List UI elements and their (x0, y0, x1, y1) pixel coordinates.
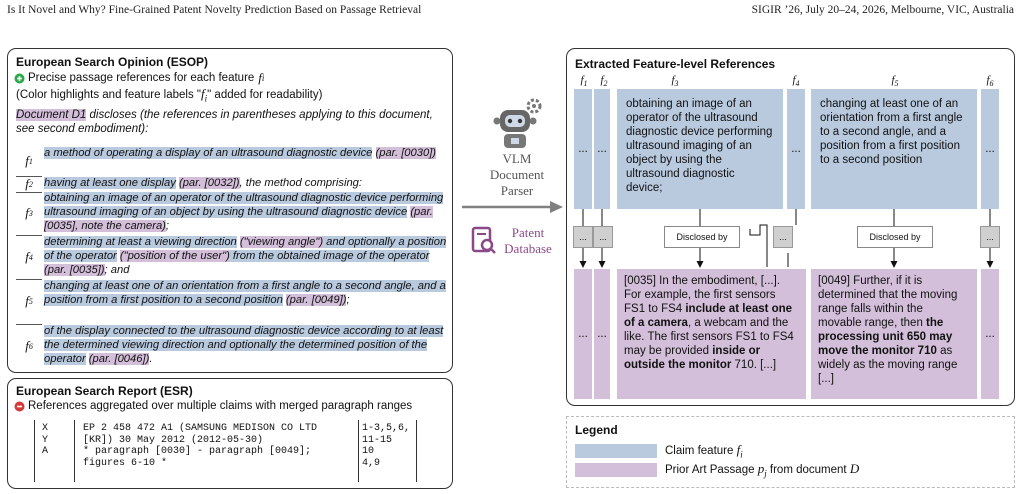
esop-note: (Color highlights and feature labels "fi… (16, 86, 323, 104)
passage-col-1: ... (574, 269, 592, 399)
gray-ellipsis-box-2: ... (593, 226, 613, 248)
gray-ellipsis-box-4: ... (980, 226, 1000, 248)
esr-title: European Search Report (ESR) (16, 384, 193, 398)
esop-subtitle: Precise passage references for each feat… (14, 70, 264, 86)
database-search-icon (471, 226, 496, 254)
legend-swatch-prior-art (575, 463, 657, 477)
col-label-f5: f5 (891, 74, 899, 89)
feature-col-f1: ... (574, 89, 592, 209)
legend-title: Legend (575, 423, 618, 437)
feature-col-f3: obtaining an image of an operator of the… (617, 89, 783, 209)
red-minus-icon (14, 401, 25, 411)
green-plus-icon (14, 73, 25, 83)
passage-col-0035: [0035] In the embodiment, [...]. For exa… (617, 269, 806, 399)
passage-col-2: ... (594, 269, 610, 399)
passage-col-0049: [0049] Further, if it is determined that… (811, 269, 977, 399)
paper-header-title: Is It Novel and Why? Fine-Grained Patent… (7, 4, 422, 16)
document-d1-label: Document D1 (16, 109, 87, 121)
esr-panel: European Search Report (ESR) References … (7, 378, 453, 489)
extracted-title: Extracted Feature-level References (575, 57, 776, 71)
robot-icon (493, 98, 542, 148)
legend-item-claim: Claim feature fi (665, 442, 743, 460)
legend-swatch-claim (575, 444, 657, 458)
col-label-f4: f4 (792, 74, 800, 89)
paper-header-venue: SIGIR ’26, July 20–24, 2026, Melbourne, … (751, 4, 1014, 16)
feature-col-f2: ... (594, 89, 610, 209)
col-label-f6: f6 (986, 74, 994, 89)
gray-ellipsis-box-1: ... (573, 226, 593, 248)
main-arrow (462, 201, 563, 213)
disclosed-by-box-f5: Disclosed by (857, 226, 933, 248)
legend-panel: Legend Claim feature fi Prior Art Passag… (566, 416, 1015, 488)
esop-intro: Document D1 discloses (the references in… (16, 109, 433, 135)
col-label-f3: f3 (671, 74, 679, 89)
feature-col-f6: ... (981, 89, 999, 209)
esr-subtitle: References aggregated over multiple clai… (14, 400, 412, 412)
feature-col-f5: changing at least one of an orientation … (811, 89, 977, 209)
esop-title: European Search Opinion (ESOP) (16, 55, 209, 69)
passage-col-6: ... (981, 269, 999, 399)
col-label-f1: f1 (580, 74, 588, 89)
feature-col-f4: ... (787, 89, 805, 209)
col-label-f2: f2 (600, 74, 608, 89)
disclosed-by-box-f3: Disclosed by (664, 226, 740, 248)
gray-ellipsis-box-3: ... (773, 226, 793, 248)
legend-item-prior-art: Prior Art Passage pj from document D (665, 461, 860, 479)
esop-panel: European Search Opinion (ESOP) Precise p… (7, 48, 453, 373)
